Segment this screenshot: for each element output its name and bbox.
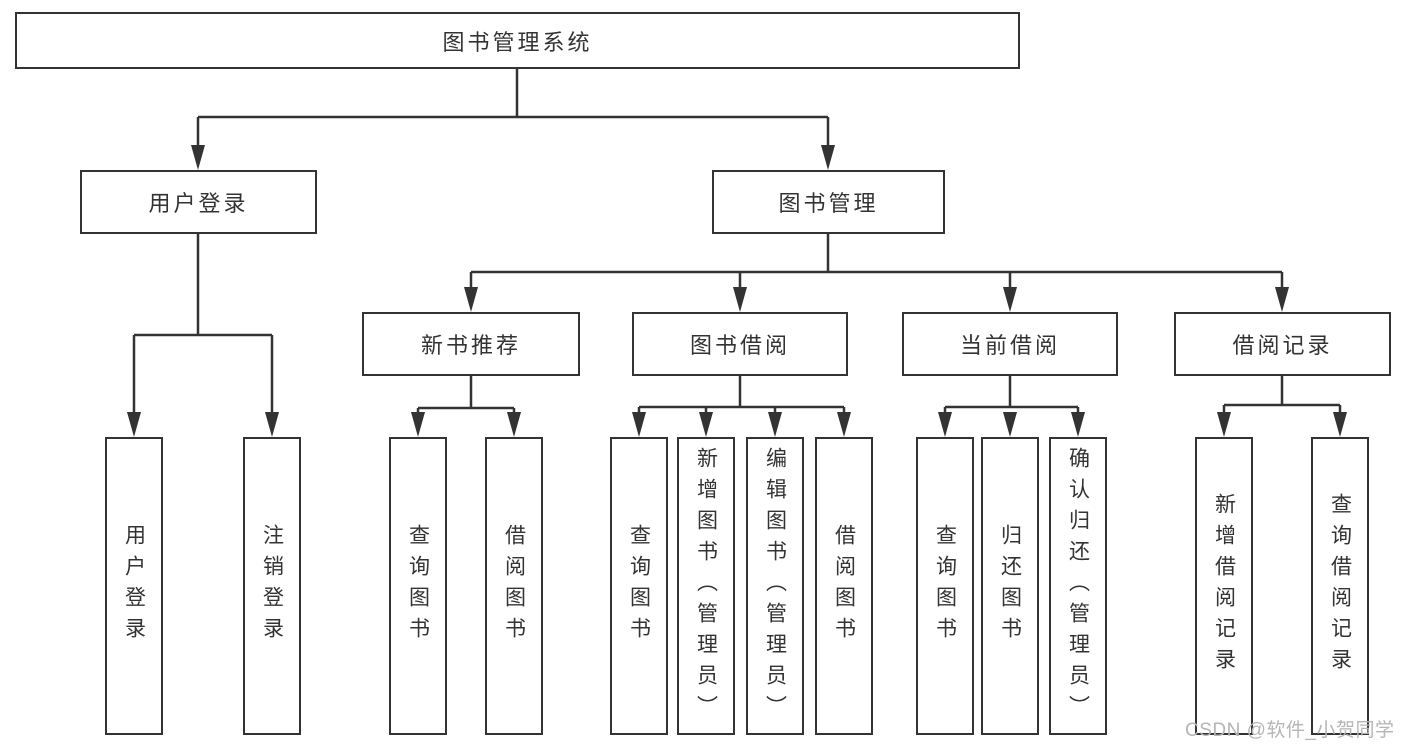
csdn-watermark: CSDN @软件_小贺同学 [1185,720,1395,741]
node-user-login: 用户登录 [80,170,317,234]
node-leaf-user-login: 用户登录 [105,437,163,735]
node-leaf-query-books-current: 查询图书 [916,437,974,735]
node-leaf-query-books-borrowing: 查询图书 [610,437,668,735]
node-leaf-confirm-return-admin: 确认归还（管理员） [1049,437,1107,735]
node-current-borrowing: 当前借阅 [902,312,1118,376]
node-leaf-borrow-books-borrowing: 借阅图书 [815,437,873,735]
node-book-borrowing: 图书借阅 [632,312,848,376]
node-book-management: 图书管理 [712,170,945,234]
node-library-system: 图书管理系统 [15,12,1020,69]
node-leaf-add-borrow-record: 新增借阅记录 [1195,437,1253,735]
node-leaf-return-books: 归还图书 [981,437,1039,735]
node-leaf-borrow-books-recommend: 借阅图书 [485,437,543,735]
node-borrowing-records: 借阅记录 [1174,312,1391,376]
node-leaf-edit-books-admin: 编辑图书（管理员） [746,437,804,735]
node-leaf-add-books-admin: 新增图书（管理员） [677,437,735,735]
node-new-book-recommend: 新书推荐 [362,312,580,376]
node-leaf-query-borrow-record: 查询借阅记录 [1311,437,1369,735]
node-leaf-logout: 注销登录 [243,437,301,735]
node-leaf-query-books-recommend: 查询图书 [389,437,447,735]
